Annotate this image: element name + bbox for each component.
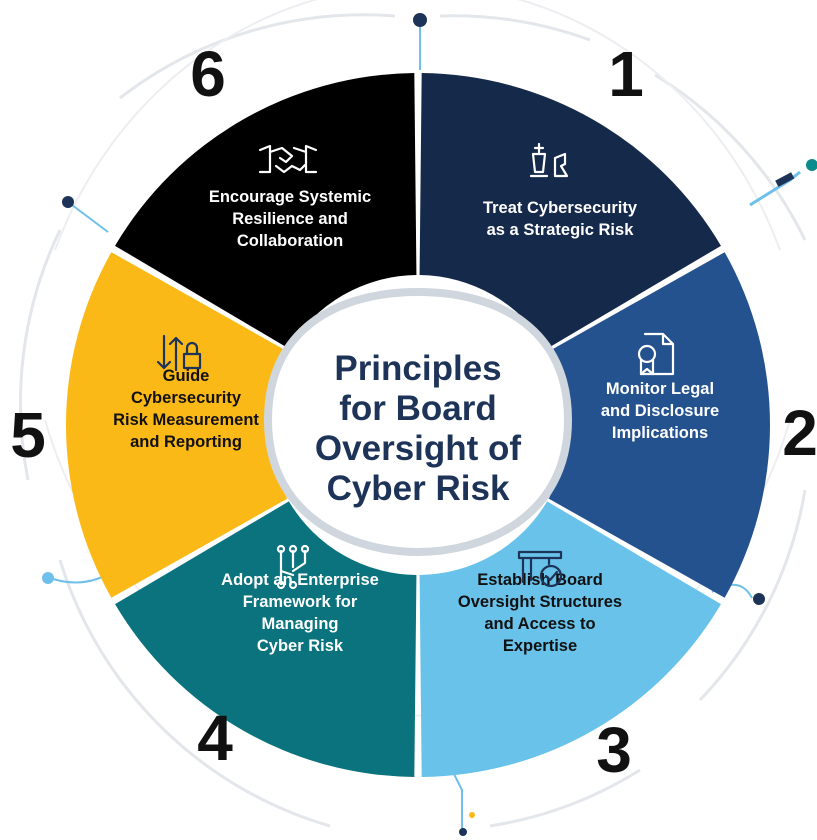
principle-3-label-line-2: Oversight Structures [458, 593, 622, 611]
principle-segment-3 [419, 501, 721, 777]
principle-1-label-line-2: as a Strategic Risk [487, 221, 635, 239]
principle-3-label-line-4: Expertise [503, 637, 577, 655]
principle-segment-5 [65, 252, 288, 598]
principle-2-label-line-1: Monitor Legal [606, 380, 714, 398]
governance-check-icon [517, 550, 563, 588]
principle-segment-6 [115, 73, 417, 349]
center-hub: Principles for Board Oversight of Cyber … [263, 287, 573, 557]
principle-number-5: 5 [10, 399, 46, 471]
principle-1-label-line-1: Treat Cybersecurity [483, 199, 638, 217]
lock-metrics-icon [156, 334, 202, 372]
principle-5-label-line-4: and Reporting [130, 433, 242, 451]
principle-6-label-line-1: Encourage Systemic [209, 188, 371, 206]
chess-strategy-icon [529, 142, 569, 178]
principle-3-label-line-3: and Access to [484, 615, 595, 633]
principle-4-label-line-1: Adopt an Enterprise [221, 571, 379, 589]
principle-number-1: 1 [608, 38, 644, 110]
principle-4-label-line-2: Framework for [243, 593, 358, 611]
principle-segment-1 [419, 73, 721, 349]
principle-numbers: 1 2 3 4 5 6 [10, 38, 817, 786]
principle-5-label-line-3: Risk Measurement [113, 411, 259, 429]
center-title-line-4: Cyber Risk [327, 469, 510, 508]
principle-5-label-line-2: Cybersecurity [131, 389, 242, 407]
framework-network-icon [276, 544, 310, 590]
connector-decorations [42, 13, 817, 836]
principle-6-label-line-3: Collaboration [237, 232, 343, 250]
principle-3-label-line-1: Establish Board [477, 571, 603, 589]
center-title-line-1: Principles [334, 349, 501, 388]
principle-4-label-line-3: Managing [262, 615, 339, 633]
principle-4-label-line-4: Cyber Risk [257, 637, 344, 655]
principle-segment-4 [115, 501, 417, 777]
principle-6-label-line-2: Resilience and [232, 210, 348, 228]
handshake-icon [258, 144, 318, 174]
principle-2-label-line-2: and Disclosure [601, 402, 719, 420]
principle-segments: Treat Cybersecurity as a Strategic RiskMo… [65, 73, 770, 777]
certificate-document-icon [637, 332, 675, 376]
principle-number-6: 6 [190, 38, 226, 110]
principle-2-label-line-3: Implications [612, 424, 708, 442]
center-title-line-3: Oversight of [315, 429, 521, 468]
principle-number-4: 4 [197, 702, 233, 774]
principle-number-2: 2 [782, 397, 817, 469]
principle-segment-2 [548, 252, 770, 598]
center-title-line-2: for Board [339, 389, 497, 428]
principle-5-label-line-1: Guide [163, 367, 210, 385]
principle-number-3: 3 [596, 714, 632, 786]
